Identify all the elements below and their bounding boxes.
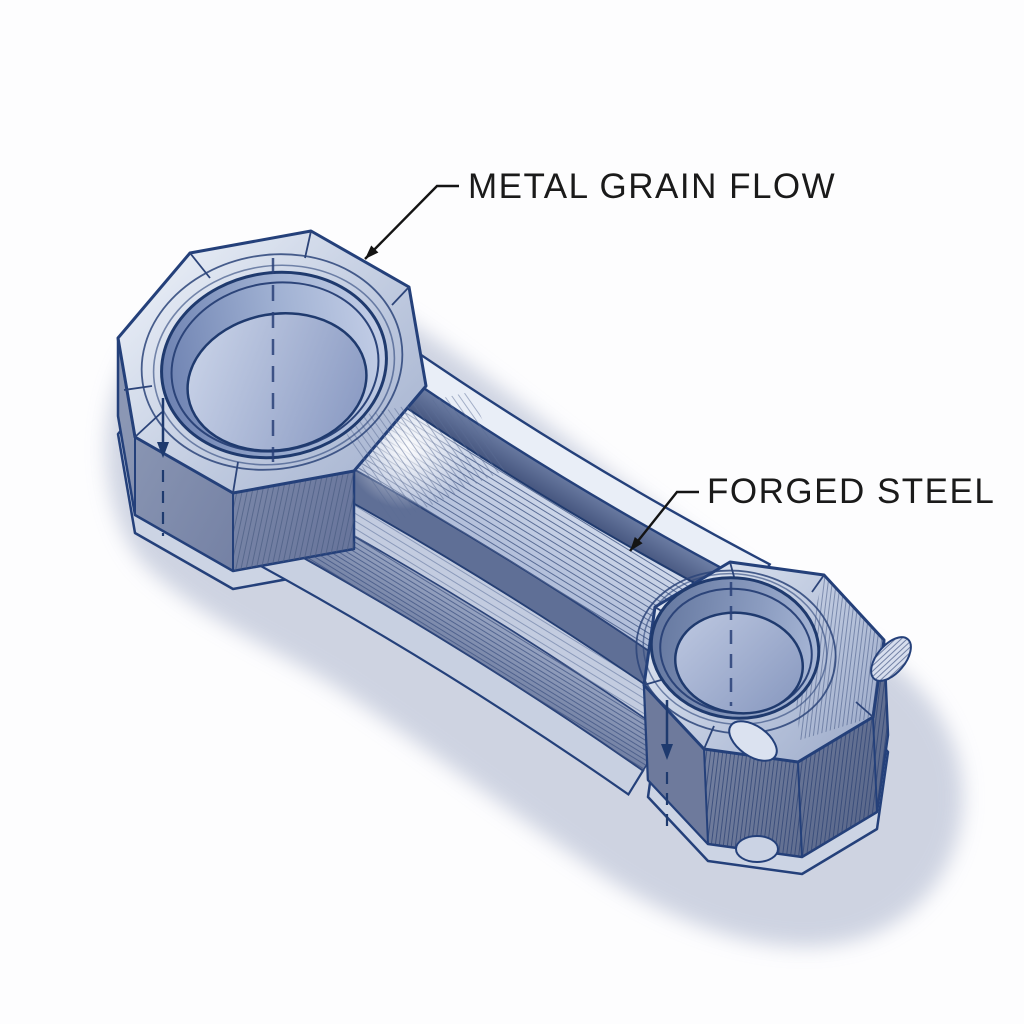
leader-line [629, 490, 699, 552]
grain-flow-hatching [704, 640, 888, 857]
leader-arrowhead-icon [630, 537, 643, 551]
rim-step-ring [635, 569, 837, 735]
leader-line [364, 184, 459, 260]
rim-step-ring [140, 253, 404, 471]
grain-flow-hatching [261, 460, 681, 734]
metal-grain-flow-annotation: METAL GRAIN FLOW [364, 167, 836, 260]
forged-steel-annotation: FORGED STEEL [629, 472, 995, 552]
parting-line-arrow [157, 398, 169, 536]
grain-flow-hatching [238, 484, 667, 771]
bore-outer-ring [152, 264, 396, 466]
bore-floor [186, 311, 368, 453]
big-end-boss [116, 229, 505, 573]
forged-steel-label: FORGED STEEL [707, 472, 995, 511]
grain-flow-hatching [795, 575, 884, 740]
grain-flow-hatching [340, 392, 505, 525]
leader-arrowhead-icon [365, 245, 379, 259]
facet-edge [872, 716, 878, 813]
bore-outer-ring [642, 572, 828, 726]
bore-floor [673, 611, 805, 715]
parting-line-arrow [661, 700, 673, 834]
bearing-notches [728, 636, 912, 863]
metal-grain-flow-label: METAL GRAIN FLOW [468, 167, 836, 206]
small-end-boss [635, 560, 912, 863]
facet-edge [797, 761, 803, 858]
grain-flow-hatching [233, 471, 354, 571]
